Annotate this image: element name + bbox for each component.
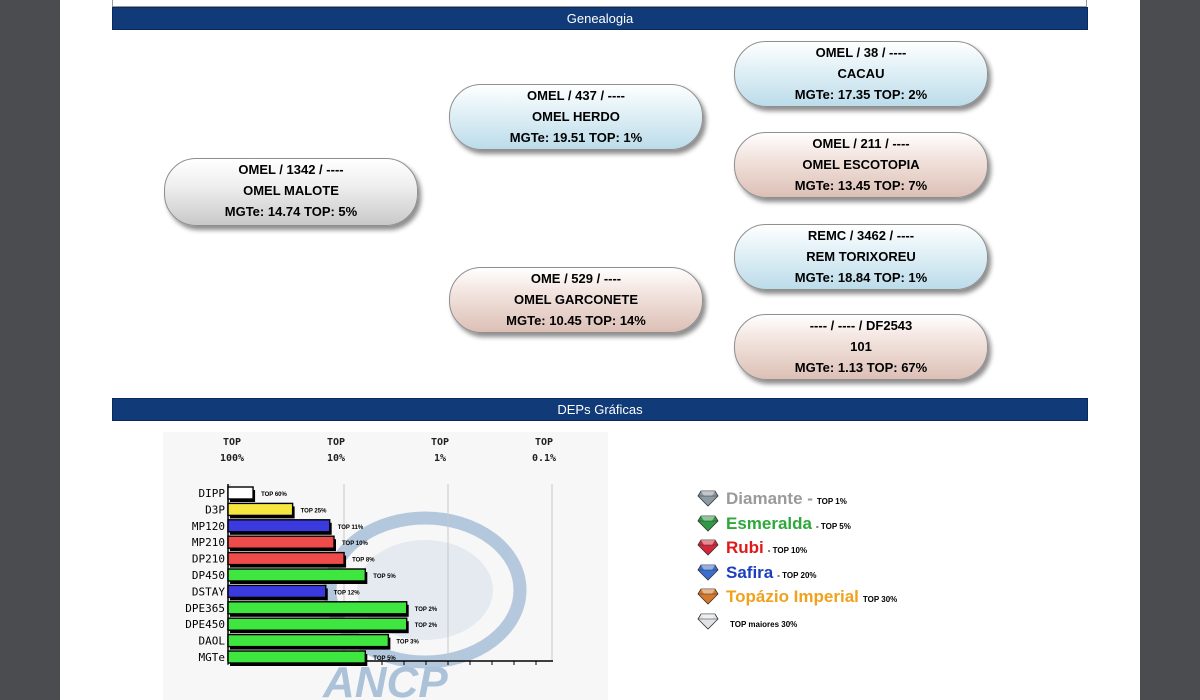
x-tick-label: TOP bbox=[223, 437, 241, 448]
x-tick-label: TOP bbox=[431, 437, 449, 448]
paternal-granddam-stats: MGTe: 13.45 TOP: 7% bbox=[794, 178, 928, 193]
pedigree-animal-registry: OMEL / 1342 / ---- bbox=[238, 162, 344, 177]
x-tick-label: 0.1% bbox=[532, 453, 556, 464]
legend-label: Esmeralda - TOP 5% bbox=[726, 513, 851, 538]
x-tick-label: TOP bbox=[327, 437, 345, 448]
bar-value-label: TOP 3% bbox=[396, 640, 419, 646]
legend-gem-name: Safira bbox=[726, 562, 774, 582]
legend-gem-name: Topázio Imperial bbox=[726, 587, 859, 606]
dep-bar bbox=[227, 568, 367, 582]
category-label: MP120 bbox=[192, 520, 225, 533]
pedigree-paternal-granddam[interactable]: OMEL / 211 / ---- OMEL ESCOTOPIA MGTe: 1… bbox=[734, 132, 988, 198]
category-label: DP450 bbox=[192, 569, 225, 582]
bar-value-label: TOP 60% bbox=[261, 492, 287, 498]
legend-top-text: - TOP 20% bbox=[777, 570, 817, 580]
maternal-grandsire-stats: MGTe: 18.84 TOP: 1% bbox=[794, 270, 928, 285]
legend-top-text: TOP 1% bbox=[816, 497, 847, 506]
genealogia-header: Genealogia bbox=[112, 7, 1088, 30]
dep-bar bbox=[227, 601, 408, 615]
category-label: DIPP bbox=[199, 487, 226, 500]
pedigree-animal-stats: MGTe: 14.74 TOP: 5% bbox=[224, 204, 358, 219]
gem-icon bbox=[697, 588, 719, 605]
x-tick-label: TOP bbox=[535, 437, 553, 448]
gem-icon bbox=[697, 490, 719, 507]
pedigree-dam[interactable]: OME / 529 / ---- OMEL GARCONETE MGTe: 10… bbox=[449, 267, 703, 333]
gem-icon bbox=[697, 515, 719, 532]
pedigree-paternal-grandsire[interactable]: OMEL / 38 / ---- CACAU MGTe: 17.35 TOP: … bbox=[734, 41, 988, 107]
category-label: MP210 bbox=[192, 536, 225, 549]
dep-bar bbox=[227, 502, 294, 517]
legend-label: TOP maiores 30% bbox=[726, 611, 797, 636]
dep-bar bbox=[227, 617, 408, 631]
legend-label: Diamante -TOP 1% bbox=[726, 488, 847, 513]
maternal-grandsire-registry: REMC / 3462 / ---- bbox=[807, 228, 915, 243]
dep-bar bbox=[227, 584, 327, 599]
x-tick-label: 10% bbox=[327, 453, 345, 464]
legend-top-text: - TOP 10% bbox=[767, 546, 808, 555]
dep-bar bbox=[227, 551, 345, 566]
legend-top-text: TOP maiores 30% bbox=[730, 619, 798, 629]
x-tick-label: 1% bbox=[434, 453, 446, 464]
legend-label: Safira- TOP 20% bbox=[726, 562, 817, 587]
pedigree-maternal-grandsire[interactable]: REMC / 3462 / ---- REM TORIXOREU MGTe: 1… bbox=[734, 224, 988, 290]
legend-top-text: TOP 30% bbox=[862, 595, 898, 604]
pedigree-animal[interactable]: OMEL / 1342 / ---- OMEL MALOTE MGTe: 14.… bbox=[164, 158, 418, 226]
gem-icon bbox=[697, 613, 719, 630]
maternal-granddam-stats: MGTe: 1.13 TOP: 67% bbox=[794, 360, 928, 375]
paternal-grandsire-name: CACAU bbox=[837, 66, 885, 81]
bar-value-label: TOP 12% bbox=[334, 590, 360, 596]
bar-value-label: TOP 10% bbox=[342, 541, 368, 547]
legend-top-text: - TOP 5% bbox=[816, 521, 851, 531]
pedigree-sire-name: OMEL HERDO bbox=[532, 109, 620, 124]
dep-bar bbox=[227, 519, 331, 533]
pedigree-animal-name: OMEL MALOTE bbox=[243, 183, 339, 198]
bar-value-label: TOP 2% bbox=[415, 623, 438, 629]
dep-bar bbox=[227, 535, 335, 549]
category-label: DAOL bbox=[199, 635, 226, 648]
bar-value-label: TOP 8% bbox=[352, 558, 375, 564]
category-label: DPE365 bbox=[185, 602, 225, 615]
maternal-granddam-name: 101 bbox=[850, 339, 872, 354]
category-label: D3P bbox=[205, 503, 225, 516]
bar-value-label: TOP 5% bbox=[373, 574, 396, 580]
paternal-granddam-registry: OMEL / 211 / ---- bbox=[812, 136, 910, 151]
bar-value-label: TOP 25% bbox=[301, 508, 327, 514]
legend-gem-name: Rubi bbox=[726, 538, 764, 557]
gem-icon bbox=[697, 539, 719, 556]
bar-value-label: TOP 11% bbox=[338, 525, 364, 531]
report-page: Genealogia OMEL / 1342 / ---- OMEL MALOT… bbox=[60, 0, 1140, 700]
legend-label: Rubi- TOP 10% bbox=[726, 537, 807, 562]
paternal-granddam-name: OMEL ESCOTOPIA bbox=[802, 157, 920, 172]
paternal-grandsire-stats: MGTe: 17.35 TOP: 2% bbox=[794, 87, 928, 102]
category-label: DSTAY bbox=[192, 585, 225, 598]
dep-bar bbox=[227, 650, 367, 664]
bar-value-label: TOP 2% bbox=[415, 607, 438, 613]
bar-value-label: TOP 5% bbox=[373, 656, 396, 662]
legend-gem-name: Esmeralda bbox=[726, 513, 812, 533]
legend-gem-name: Diamante - bbox=[726, 489, 813, 508]
pedigree-sire[interactable]: OMEL / 437 / ---- OMEL HERDO MGTe: 19.51… bbox=[449, 84, 703, 150]
pedigree-dam-registry: OME / 529 / ---- bbox=[530, 271, 622, 286]
deps-graficas-header: DEPs Gráficas bbox=[112, 398, 1088, 421]
dep-bar bbox=[227, 633, 390, 648]
category-label: DPE450 bbox=[185, 618, 225, 631]
header-frame bbox=[112, 0, 1087, 7]
gem-icon bbox=[697, 564, 719, 581]
paternal-grandsire-registry: OMEL / 38 / ---- bbox=[815, 45, 907, 60]
pedigree-dam-stats: MGTe: 10.45 TOP: 14% bbox=[506, 313, 646, 328]
maternal-granddam-registry: ---- / ---- / DF2543 bbox=[809, 318, 913, 333]
pedigree-maternal-granddam[interactable]: ---- / ---- / DF2543 101 MGTe: 1.13 TOP:… bbox=[734, 314, 988, 380]
pedigree-sire-registry: OMEL / 437 / ---- bbox=[527, 88, 625, 103]
pedigree-sire-stats: MGTe: 19.51 TOP: 1% bbox=[509, 130, 643, 145]
maternal-grandsire-name: REM TORIXOREU bbox=[806, 249, 916, 264]
pedigree-dam-name: OMEL GARCONETE bbox=[514, 292, 638, 307]
x-tick-label: 100% bbox=[220, 453, 244, 464]
category-label: MGTe bbox=[199, 651, 226, 664]
category-label: DP210 bbox=[192, 553, 225, 566]
dep-bar bbox=[227, 486, 254, 500]
